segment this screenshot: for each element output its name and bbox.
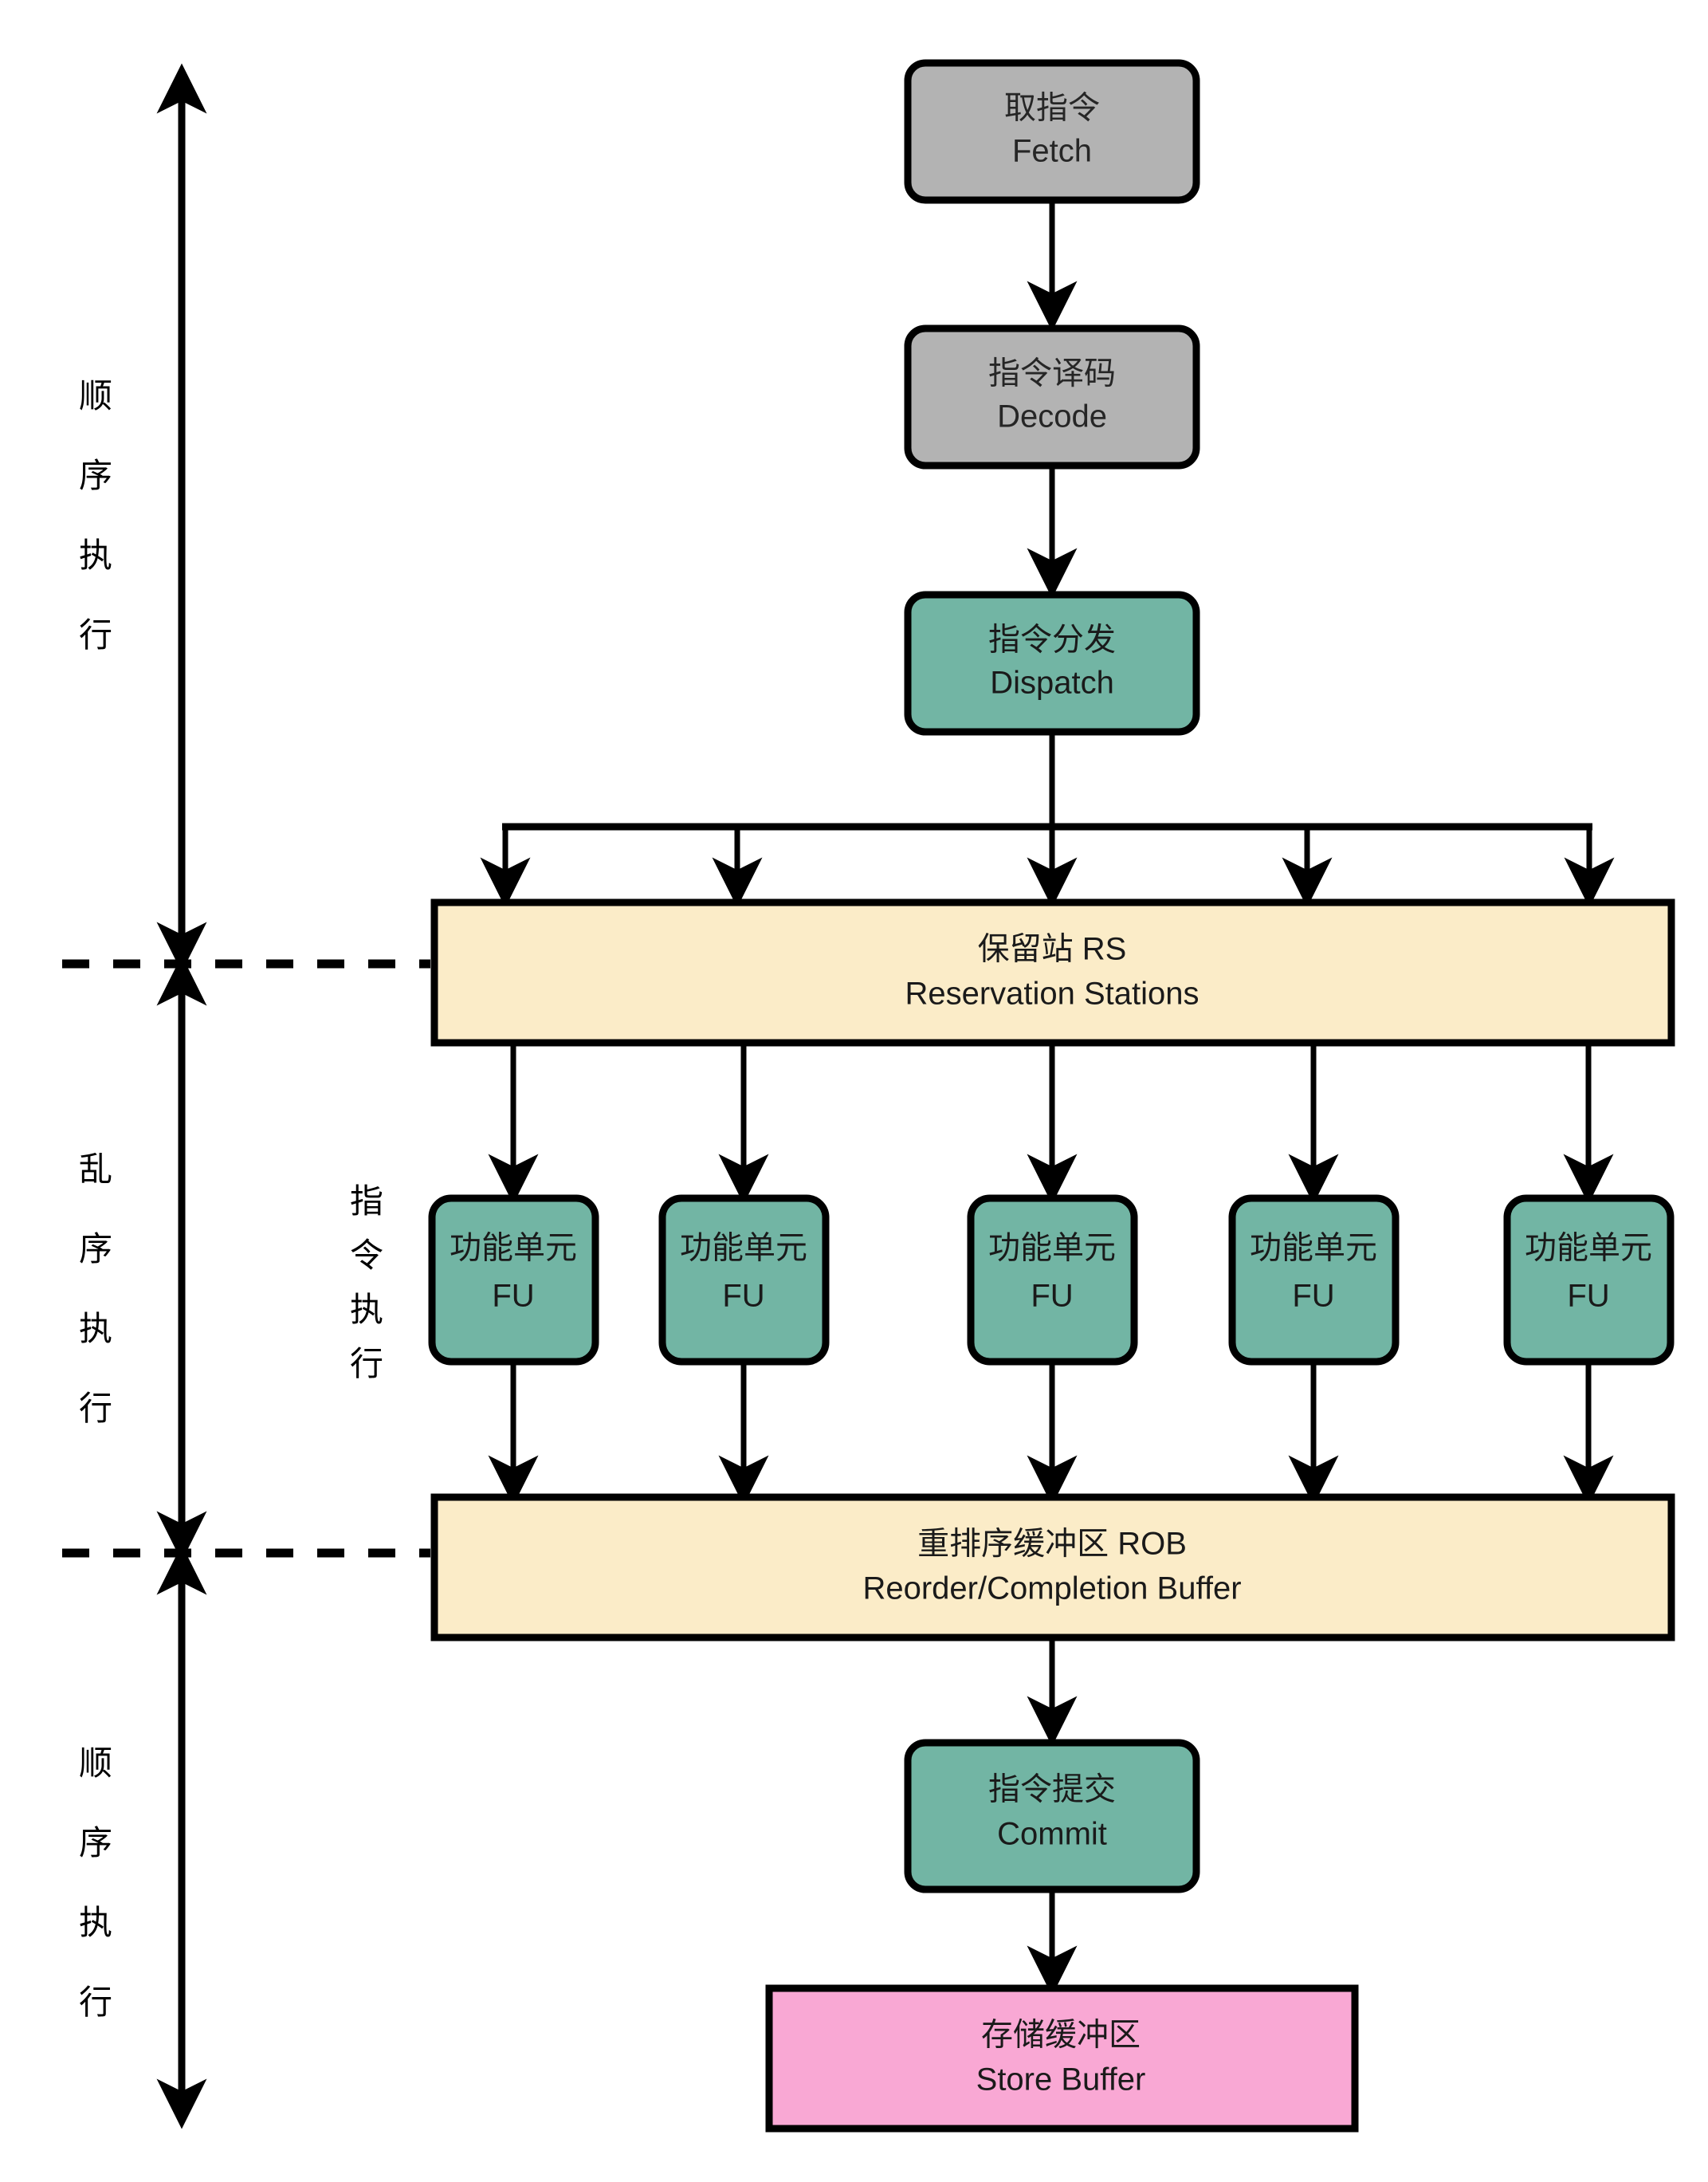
stage-box-commit[interactable]: 指令提交 Commit [904, 1739, 1200, 1893]
decode-box-shape [904, 324, 1200, 470]
axis-label-char: 乱 [79, 1150, 112, 1188]
connectors-rs-to-fu [488, 1043, 1614, 1205]
fu-column-label: 指 令 执 行 [350, 1182, 383, 1382]
store-buffer-box-shape [765, 1984, 1359, 2133]
stage-box-reorder-buffer[interactable]: 重排序缓冲区 ROB Reorder/Completion Buffer [430, 1493, 1675, 1641]
functional-unit-0[interactable]: 功能单元 FU [428, 1194, 599, 1366]
commit-label-en: Commit [997, 1817, 1107, 1852]
fu-label-en: FU [492, 1279, 534, 1314]
axis-label-char: 序 [79, 1230, 112, 1268]
separator-dashed-top [62, 921, 430, 1007]
fu-label-en: FU [1292, 1279, 1334, 1314]
axis-label-char: 顺 [79, 1744, 112, 1782]
fu-label-cn: 功能单元 [680, 1231, 807, 1266]
fu-label-en: FU [722, 1279, 764, 1314]
axis-label-char: 行 [79, 1983, 112, 2021]
axis-label-out-of-order: 乱 序 执 行 [79, 1150, 112, 1427]
fanout-branches [480, 827, 1615, 908]
decode-label-cn: 指令译码 [988, 356, 1116, 391]
rs-box-shape [430, 898, 1675, 1047]
stage-box-reservation-stations[interactable]: 保留站 RS Reservation Stations [430, 898, 1675, 1047]
fetch-label-cn: 取指令 [1004, 91, 1100, 126]
axis-label-char: 执 [79, 537, 112, 574]
fetch-label-en: Fetch [1012, 134, 1092, 169]
fu-label-cn: 功能单元 [450, 1231, 577, 1266]
commit-box-shape [904, 1739, 1200, 1893]
store-buffer-label-cn: 存储缓冲区 [981, 2018, 1141, 2053]
axis-label-char: 执 [79, 1310, 112, 1347]
store-buffer-label-en: Store Buffer [976, 2062, 1146, 2097]
fu-column-label-char: 指 [350, 1182, 383, 1220]
rs-label-en: Reservation Stations [905, 977, 1199, 1012]
functional-unit-1[interactable]: 功能单元 FU [658, 1194, 830, 1366]
functional-unit-4[interactable]: 功能单元 FU [1503, 1194, 1675, 1366]
axis-label-char: 顺 [79, 377, 112, 415]
separator-dashed-bottom [62, 1510, 430, 1596]
fu-column-label-char: 执 [350, 1291, 383, 1328]
fu-box-shape [658, 1194, 830, 1366]
axis-label-char: 执 [79, 1904, 112, 1941]
fetch-box-shape [904, 59, 1200, 204]
fu-box-shape [428, 1194, 599, 1366]
connectors-fu-to-rob [488, 1363, 1614, 1506]
rob-label-en: Reorder/Completion Buffer [862, 1571, 1241, 1606]
dispatch-label-en: Dispatch [990, 666, 1114, 701]
fu-column-label-char: 行 [350, 1345, 383, 1382]
stage-box-fetch[interactable]: 取指令 Fetch [904, 59, 1200, 204]
axis-label-char: 行 [79, 616, 112, 654]
rob-box-shape [430, 1493, 1675, 1641]
rs-label-cn: 保留站 RS [978, 932, 1127, 967]
decode-label-en: Decode [997, 399, 1107, 434]
axis-label-in-order-bottom: 顺 序 执 行 [79, 1744, 112, 2021]
fu-label-en: FU [1567, 1279, 1609, 1314]
axis-label-char: 序 [79, 1824, 112, 1862]
axis-label-in-order-top: 顺 序 执 行 [79, 377, 112, 654]
fu-box-shape [967, 1194, 1138, 1366]
fu-label-cn: 功能单元 [1525, 1231, 1652, 1266]
stage-box-store-buffer[interactable]: 存储缓冲区 Store Buffer [765, 1984, 1359, 2133]
fu-label-en: FU [1031, 1279, 1073, 1314]
fu-label-cn: 功能单元 [1250, 1231, 1377, 1266]
fu-box-shape [1228, 1194, 1400, 1366]
fu-column-label-char: 令 [350, 1236, 383, 1274]
stage-box-dispatch[interactable]: 指令分发 Dispatch [904, 591, 1200, 736]
rob-label-cn: 重排序缓冲区 ROB [917, 1527, 1187, 1562]
dispatch-box-shape [904, 591, 1200, 736]
functional-unit-2[interactable]: 功能单元 FU [967, 1194, 1138, 1366]
fu-label-cn: 功能单元 [988, 1231, 1116, 1266]
axis-label-char: 行 [79, 1390, 112, 1427]
fu-box-shape [1503, 1194, 1675, 1366]
stage-box-decode[interactable]: 指令译码 Decode [904, 324, 1200, 470]
functional-unit-3[interactable]: 功能单元 FU [1228, 1194, 1400, 1366]
dispatch-label-cn: 指令分发 [988, 623, 1116, 658]
commit-label-cn: 指令提交 [988, 1772, 1116, 1807]
axis-label-char: 序 [79, 457, 112, 494]
